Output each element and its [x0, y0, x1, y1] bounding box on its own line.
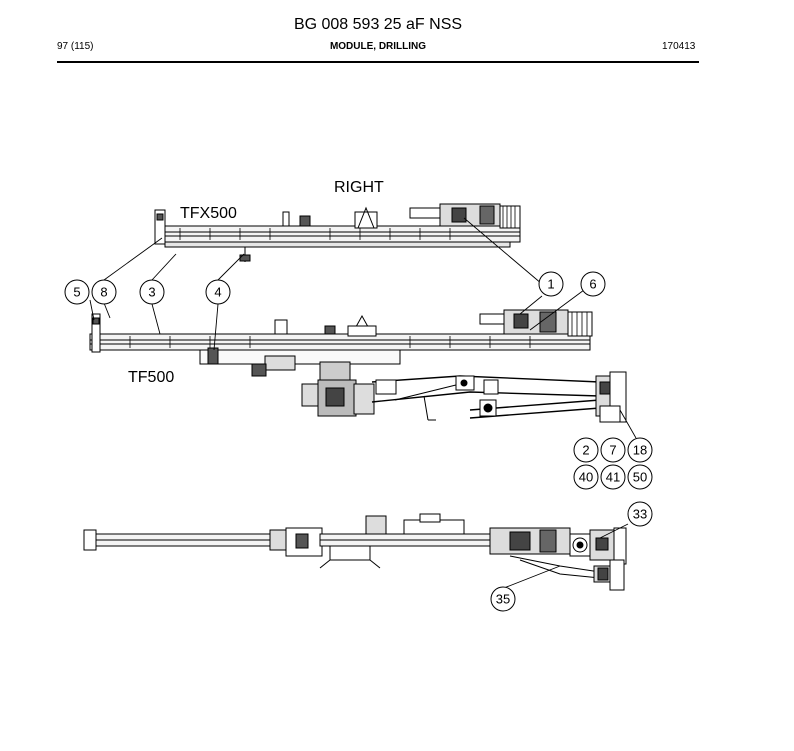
callout-3: 3: [139, 279, 165, 305]
callout-8-label: 8: [100, 285, 107, 300]
callout-50: 50: [627, 464, 653, 490]
callout-leaders: [89, 217, 637, 589]
callout-7-label: 7: [609, 443, 616, 458]
feed-label-tfx500: TFX500: [180, 205, 237, 222]
callout-35: 35: [490, 586, 516, 612]
document-date: 170413: [662, 41, 696, 52]
upper-feed-tfx500: [154, 203, 521, 262]
drilling-module-top-view: [83, 513, 627, 591]
callout-41: 41: [600, 464, 626, 490]
page-number: 97 (115): [57, 41, 94, 52]
header-rule: [57, 61, 699, 63]
module-name: MODULE, DRILLING: [329, 41, 427, 52]
callout-2: 2: [573, 437, 599, 463]
document-title: BG 008 593 25 aF NSS: [293, 16, 463, 33]
callout-4-label: 4: [214, 285, 221, 300]
callout-7: 7: [600, 437, 626, 463]
callout-6-label: 6: [589, 277, 596, 292]
view-label: RIGHT: [334, 179, 384, 196]
callout-5: 5: [64, 279, 90, 305]
callout-40-label: 40: [579, 470, 593, 485]
callout-2-label: 2: [582, 443, 589, 458]
callout-35-label: 35: [496, 592, 510, 607]
callout-41-label: 41: [606, 470, 620, 485]
callout-6: 6: [580, 271, 606, 297]
callout-40: 40: [573, 464, 599, 490]
callout-5-label: 5: [73, 285, 80, 300]
feed-label-tf500: TF500: [128, 369, 174, 386]
callout-33: 33: [627, 501, 653, 527]
callout-4: 4: [205, 279, 231, 305]
callout-1-label: 1: [547, 277, 554, 292]
middle-feed-tf500: [89, 309, 593, 381]
callout-33-label: 33: [633, 507, 647, 522]
callout-8: 8: [91, 279, 117, 305]
callout-3-label: 3: [148, 285, 155, 300]
callout-50-label: 50: [633, 470, 647, 485]
callout-18-label: 18: [633, 443, 647, 458]
boom-side-view: [301, 371, 627, 423]
callout-18: 18: [627, 437, 653, 463]
callout-1: 1: [538, 271, 564, 297]
